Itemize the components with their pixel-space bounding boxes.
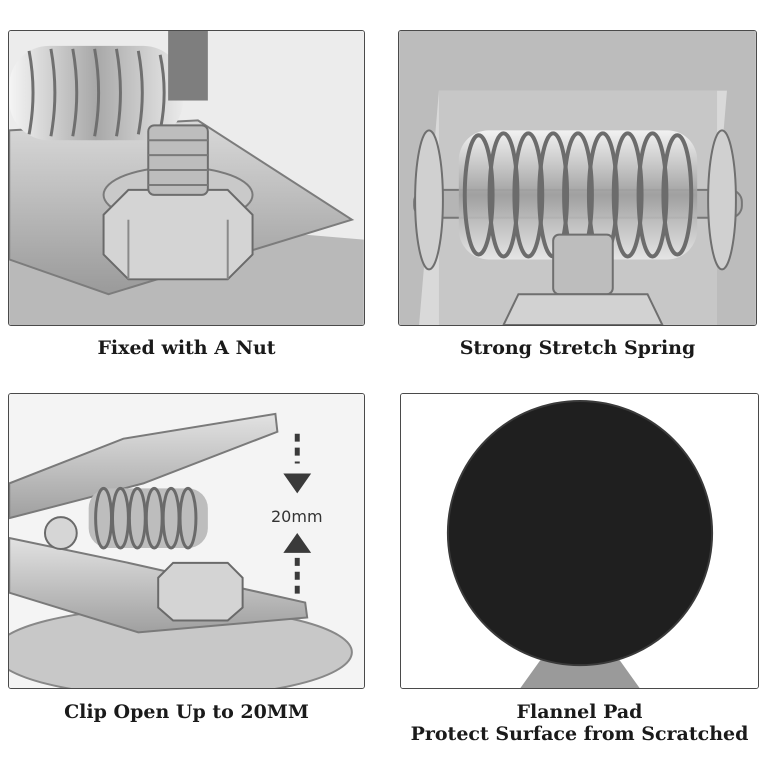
spring-illustration: [399, 31, 756, 325]
caption-flannel-pad-line1: Flannel Pad: [516, 701, 643, 723]
caption-strong-stretch-spring: Strong Stretch Spring: [459, 337, 696, 359]
caption-flannel-pad-line2: Protect Surface from Scratched: [410, 723, 749, 745]
spring-coil-clip: [88, 486, 208, 550]
spring-coil: [9, 45, 184, 141]
bolt: [502, 233, 664, 325]
clip-opening-image: 20mm: [8, 393, 365, 689]
caption-clip-open: Clip Open Up to 20MM: [64, 701, 309, 723]
pad-illustration: [401, 394, 758, 688]
hex-nut: [102, 124, 254, 281]
measurement-arrows: [283, 433, 312, 598]
nut-closeup-image: [8, 30, 365, 326]
caption-flannel-pad: Flannel Pad Protect Surface from Scratch…: [400, 701, 759, 745]
clip-illustration: [9, 394, 364, 688]
measurement-label: 20mm: [271, 507, 323, 526]
caption-fixed-with-nut: Fixed with A Nut: [97, 337, 276, 359]
flannel-pad: [447, 400, 713, 666]
flannel-pad-image: [400, 393, 759, 689]
nut-illustration: [9, 31, 364, 325]
spring-closeup-image: [398, 30, 757, 326]
